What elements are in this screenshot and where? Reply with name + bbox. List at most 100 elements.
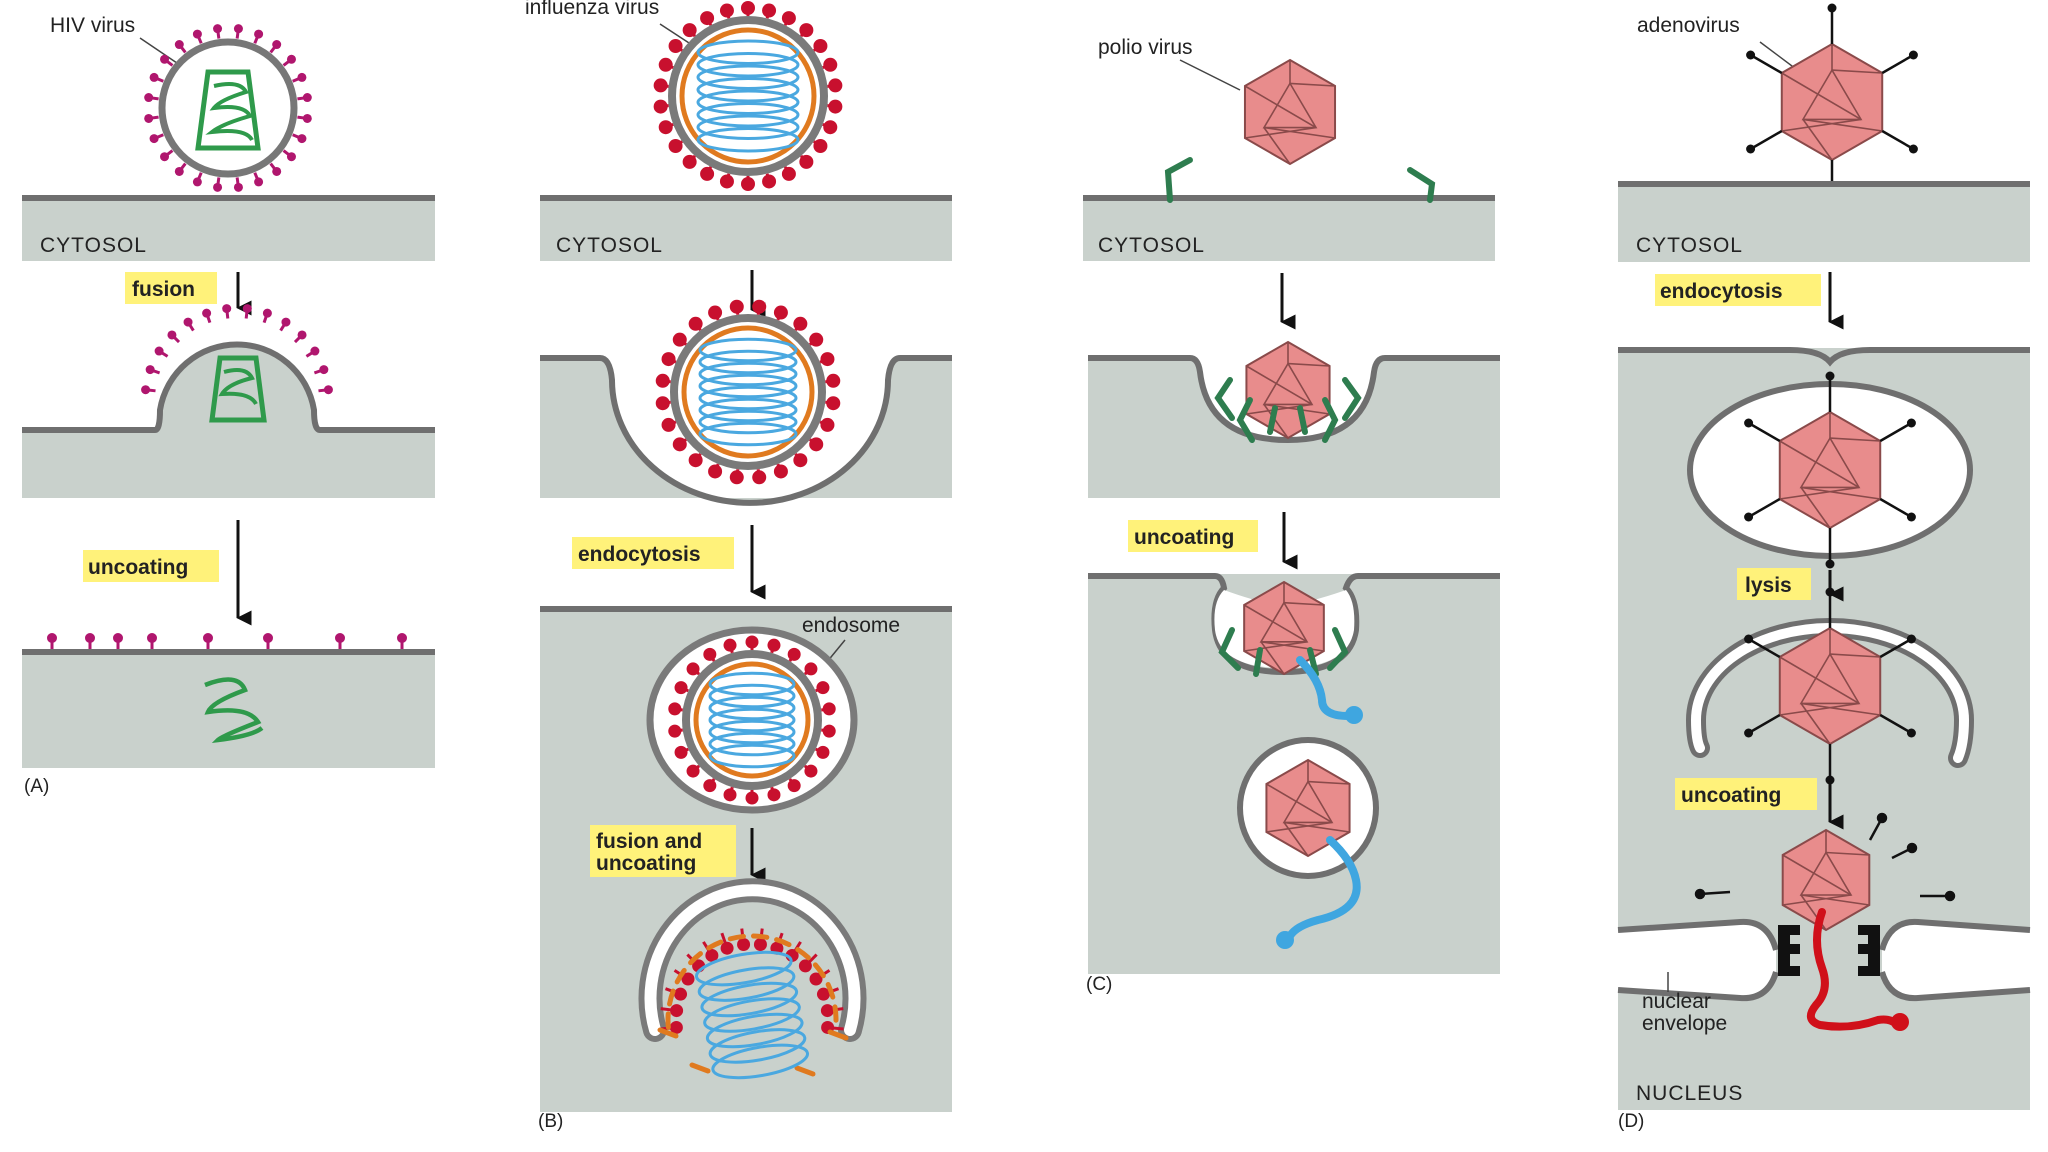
spike-head bbox=[813, 138, 828, 153]
polio-capsid-bound bbox=[1245, 340, 1331, 440]
capsid-edge bbox=[1263, 403, 1289, 439]
hiv-fusing-cell bbox=[22, 304, 435, 498]
spike-head bbox=[809, 332, 824, 347]
capsid-edge bbox=[1243, 604, 1308, 643]
spike-head bbox=[820, 417, 835, 432]
spike-head bbox=[272, 166, 282, 176]
capsid-edge bbox=[1263, 127, 1291, 165]
fiber-knob bbox=[1825, 587, 1835, 597]
spike-head bbox=[145, 365, 155, 375]
spike-head bbox=[781, 11, 796, 26]
cytosol-label-a: CYTOSOL bbox=[40, 234, 147, 257]
fused-endosome bbox=[638, 878, 867, 1080]
spike-head bbox=[183, 317, 193, 327]
panel-letter-c: (C) bbox=[1086, 974, 1112, 995]
fiber-knob bbox=[1908, 144, 1918, 154]
uncoating-tag-c bbox=[1128, 520, 1258, 552]
polio-receptors-uncoating bbox=[1218, 627, 1349, 677]
endosome bbox=[646, 626, 858, 814]
spike-head bbox=[752, 470, 767, 485]
capsid-edge bbox=[1266, 821, 1333, 833]
polio-virus-label: polio virus bbox=[1098, 36, 1193, 59]
hiv-spikes-fusing bbox=[141, 304, 333, 395]
hiv-spikes bbox=[144, 24, 312, 192]
polio-capsid-vesicle bbox=[1265, 758, 1351, 858]
adenovirus-dna bbox=[1806, 908, 1900, 1031]
penton-fiber bbox=[1879, 421, 1913, 443]
lysis-tag bbox=[1737, 568, 1811, 600]
capsid-edge bbox=[1802, 118, 1833, 161]
fiber-knob bbox=[1744, 512, 1754, 522]
spike-head bbox=[213, 24, 223, 34]
genome-coil bbox=[696, 39, 800, 153]
spike-head bbox=[203, 633, 213, 643]
spike-head bbox=[661, 352, 676, 367]
spike-head bbox=[737, 937, 751, 951]
spike-head bbox=[297, 72, 307, 82]
spike-head bbox=[254, 177, 264, 187]
spike-head bbox=[286, 54, 296, 64]
endocytosis-tag-d bbox=[1655, 274, 1821, 306]
penton-fiber bbox=[1879, 497, 1913, 519]
capsid-edge bbox=[1781, 72, 1862, 121]
polio-receptors-bound bbox=[1214, 377, 1362, 443]
polio-rna-1 bbox=[1296, 656, 1352, 720]
spike-head bbox=[826, 373, 841, 388]
penton-fiber bbox=[1881, 53, 1915, 75]
released-fibers bbox=[1694, 812, 1956, 902]
spike-head bbox=[799, 154, 814, 169]
polio-rna-2 bbox=[1286, 836, 1361, 940]
genome-coil bbox=[708, 671, 796, 769]
fiber-knob bbox=[1827, 3, 1837, 13]
matrix-fragment bbox=[825, 982, 836, 1000]
fusion-uncoating-line1: fusion and bbox=[596, 830, 702, 853]
matrix-fragment bbox=[667, 988, 676, 1007]
adenovirus-endosome bbox=[1687, 371, 1973, 569]
fiber-knob bbox=[1744, 418, 1754, 428]
capsid-edge bbox=[1831, 69, 1883, 74]
spike-head bbox=[703, 779, 717, 793]
spike-head bbox=[655, 396, 670, 411]
spike-head bbox=[272, 40, 282, 50]
spike-head bbox=[286, 152, 296, 162]
spike-head bbox=[167, 330, 177, 340]
spike-head bbox=[233, 182, 243, 192]
polio-vesicle bbox=[1237, 737, 1379, 949]
fiber-knob bbox=[1746, 144, 1756, 154]
spike-head bbox=[767, 788, 781, 802]
matrix-fragment bbox=[674, 967, 687, 985]
fiber-knob bbox=[1906, 512, 1916, 522]
spike-head bbox=[823, 57, 838, 72]
cytosol-block-c1 bbox=[1083, 195, 1495, 261]
spike-head bbox=[793, 316, 808, 331]
matrix-fragment bbox=[774, 937, 792, 948]
spike-head bbox=[674, 681, 688, 695]
capsid-edge bbox=[1779, 440, 1860, 489]
cytosol-block-a1 bbox=[22, 195, 435, 261]
spike-head bbox=[658, 57, 673, 72]
spike-head bbox=[820, 1004, 834, 1018]
spike-head bbox=[397, 633, 407, 643]
spike-head bbox=[820, 352, 835, 367]
polio-receptors bbox=[1164, 157, 1436, 203]
cytosol-label-c: CYTOSOL bbox=[1098, 234, 1205, 257]
spike-head bbox=[703, 647, 717, 661]
spike-head bbox=[729, 470, 744, 485]
polio-capsid bbox=[1243, 58, 1337, 166]
panel-letter-b: (B) bbox=[538, 1111, 563, 1132]
spike-head bbox=[144, 113, 154, 123]
fiber-knob bbox=[1906, 634, 1916, 644]
spike-head bbox=[705, 948, 719, 962]
spike-head bbox=[720, 941, 734, 955]
capsid-edge bbox=[1287, 362, 1330, 367]
influenza-pit bbox=[540, 299, 952, 506]
spike-head bbox=[816, 987, 830, 1001]
spike-head bbox=[297, 134, 307, 144]
spike-head bbox=[160, 54, 170, 64]
spike-head bbox=[809, 972, 823, 986]
spike-head bbox=[719, 174, 734, 189]
fusion-tag bbox=[125, 272, 217, 304]
spike-head bbox=[653, 99, 668, 114]
spike-head bbox=[681, 972, 695, 986]
spike-head bbox=[222, 304, 232, 314]
